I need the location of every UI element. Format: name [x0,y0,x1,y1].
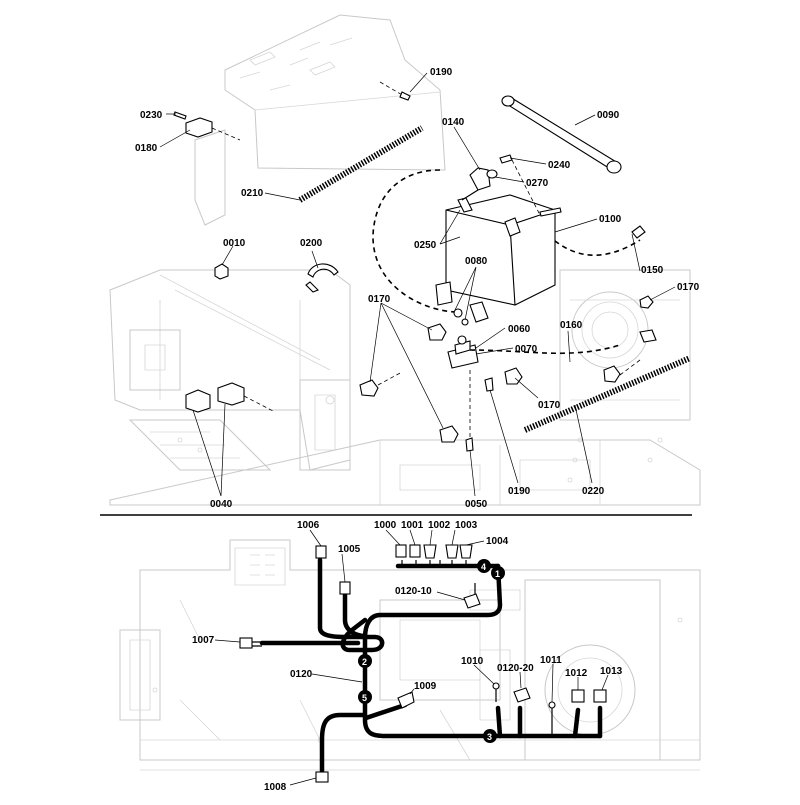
callout-0120-20: 0120-20 [497,663,534,674]
callout-1003: 1003 [455,520,478,531]
callout-1002: 1002 [428,520,451,531]
marker-5-bg [358,690,372,704]
callout-0240: 0240 [548,160,571,171]
upper-leaders [159,72,676,497]
connector-1000 [395,544,407,558]
marker-4-bg [477,559,491,573]
connector-1012 [571,689,585,703]
marker-2-bg [358,654,372,668]
connector-1006 [315,545,327,559]
callout-1001: 1001 [401,520,424,531]
connector-1005 [339,581,351,595]
upper-labels: 0190 0230 0180 0140 0090 0240 0270 0210 … [135,67,700,510]
callout-1004: 1004 [486,536,509,547]
upper-chassis-ghost [109,14,701,506]
callout-0090: 0090 [597,110,620,121]
callout-1012: 1012 [565,668,588,679]
callout-0220: 0220 [582,486,605,497]
callout-0040: 0040 [210,499,233,510]
harness-markers: 1 4 2 5 3 [358,559,505,743]
callout-0250: 0250 [414,240,437,251]
callout-1013: 1013 [600,666,623,677]
callout-0150: 0150 [641,265,664,276]
marker-3-bg [483,729,497,743]
connector-1013 [593,689,607,703]
callout-0010: 0010 [223,238,246,249]
callout-0170-left: 0170 [368,294,391,305]
callout-1007: 1007 [192,635,215,646]
callout-0160: 0160 [560,320,583,331]
connector-1007 [239,637,253,649]
callout-0140: 0140 [442,117,465,128]
callout-0270: 0270 [526,178,549,189]
connector-1008 [315,771,329,783]
callout-0190-top: 0190 [430,67,453,78]
callout-0230: 0230 [140,110,163,121]
callout-1010: 1010 [461,656,484,667]
wiring-harness [259,557,603,775]
ground-0120-10 [463,593,481,609]
upper-parts [173,81,692,452]
terminal-1010 [492,682,500,690]
lower-chassis-ghost [119,539,701,771]
callout-0190-bottom: 0190 [508,486,531,497]
callout-1008: 1008 [264,782,287,793]
callout-1000: 1000 [374,520,397,531]
callout-0170-right: 0170 [677,282,700,293]
callout-1006: 1006 [297,520,320,531]
callout-0170-mid: 0170 [538,400,561,411]
callout-0210: 0210 [241,188,264,199]
lower-leaders [214,529,609,786]
connector-1002 [423,544,437,559]
callout-0060: 0060 [508,324,531,335]
connector-1009 [397,691,415,709]
callout-0120: 0120 [290,669,313,680]
marker-4: 4 [481,562,486,572]
marker-1-bg [491,566,505,580]
ground-0120-20 [513,687,531,703]
connector-1003 [445,544,459,559]
marker-5: 5 [362,693,367,703]
callout-0100: 0100 [599,214,622,225]
connector-1001 [409,544,421,558]
connector-1004 [459,544,473,559]
callout-0080: 0080 [465,256,488,267]
terminal-1011 [548,701,556,709]
callout-0120-10: 0120-10 [395,586,432,597]
marker-1: 1 [495,569,500,579]
callout-0180: 0180 [135,143,158,154]
callout-0200: 0200 [300,238,323,249]
callout-1009: 1009 [414,681,437,692]
lower-connectors [239,544,607,783]
marker-3: 3 [487,732,492,742]
lower-labels: 1006 1005 1000 1001 1002 1003 1004 0120-… [192,520,623,793]
callout-0070: 0070 [515,344,538,355]
marker-2: 2 [362,657,367,667]
callout-1005: 1005 [338,544,361,555]
callout-1011: 1011 [540,655,562,666]
callout-0050: 0050 [465,499,488,510]
